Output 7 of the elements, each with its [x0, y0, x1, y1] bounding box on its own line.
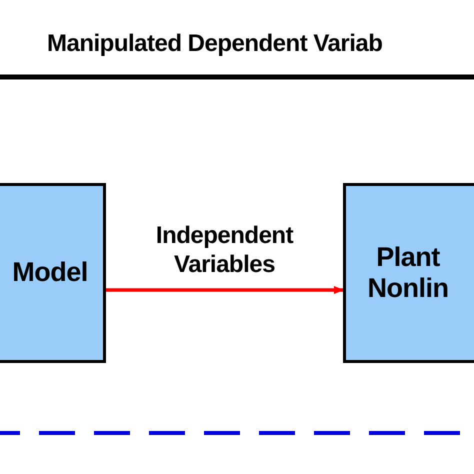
arrow — [106, 286, 344, 294]
box-label: Plant Nonlin — [366, 242, 450, 304]
line-label: Manipulated Dependent Variab — [47, 30, 382, 58]
process-box — [0, 183, 106, 363]
process-box — [343, 183, 474, 363]
edge-label: Independent Variables — [154, 222, 294, 280]
box-label: Model — [12, 257, 88, 289]
